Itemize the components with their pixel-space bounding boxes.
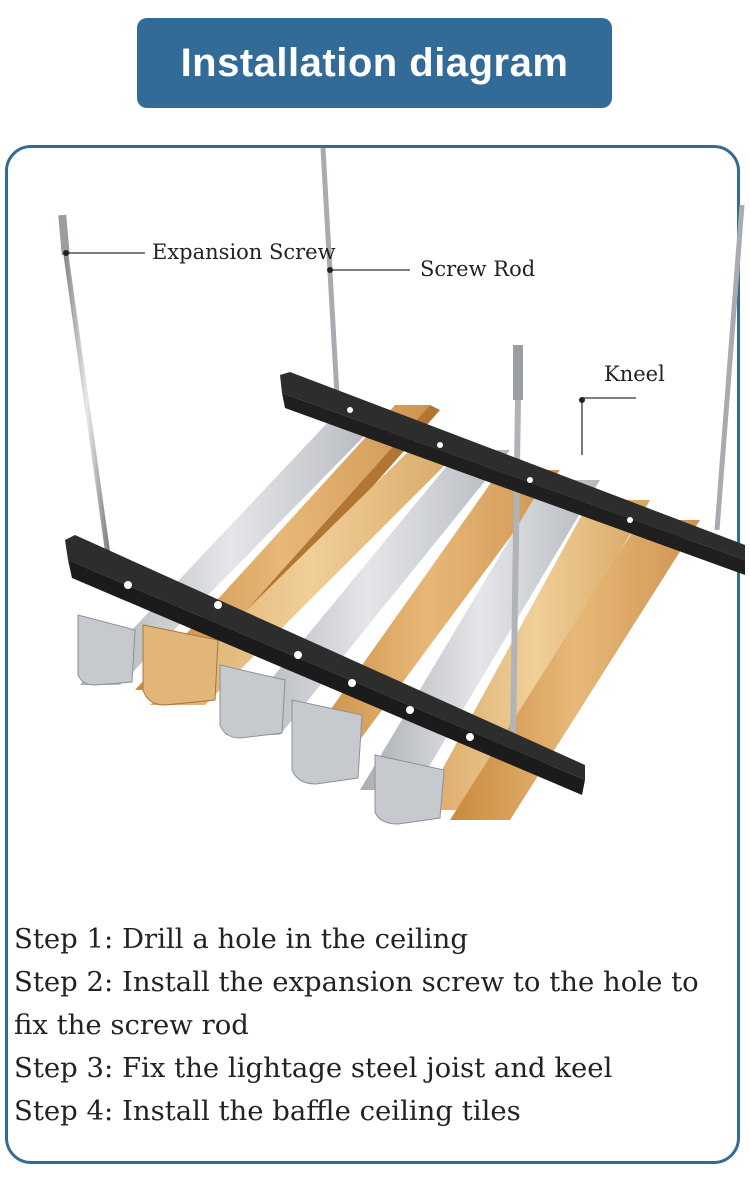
front-keel	[65, 407, 633, 795]
label-expansion-screw: Expansion Screw	[152, 240, 336, 264]
step-line: Step 2: Install the expansion screw to t…	[14, 966, 699, 998]
screw-rods	[58, 147, 745, 736]
back-keel	[280, 372, 745, 575]
leader-lines	[63, 250, 636, 455]
label-screw-rod: Screw Rod	[420, 257, 536, 281]
ceiling-illustration	[58, 147, 745, 825]
step-line: Step 1: Drill a hole in the ceiling	[14, 923, 468, 955]
step-line: Step 3: Fix the lightage steel joist and…	[14, 1052, 613, 1084]
installation-steps: Step 1: Drill a hole in the ceiling Step…	[14, 918, 734, 1133]
step-line: Step 4: Install the baffle ceiling tiles	[14, 1095, 521, 1127]
step-line: fix the screw rod	[14, 1009, 249, 1041]
page-title: Installation diagram	[180, 40, 569, 85]
label-kneel: Kneel	[604, 362, 665, 386]
title-banner: Installation diagram	[137, 18, 612, 108]
